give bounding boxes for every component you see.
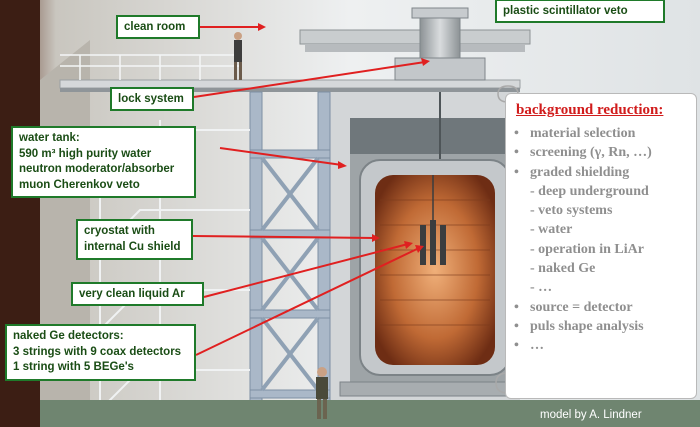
arrow-liquid-ar [203, 243, 409, 298]
reduction-item: •… [514, 338, 544, 354]
label-clean-room: clean room [116, 15, 200, 39]
arrow-cryostat [192, 235, 376, 239]
reduction-item: •screening (γ, Rn, …) [514, 145, 652, 161]
reduction-subitem: - veto systems [530, 203, 613, 219]
person-figure-top [234, 32, 242, 80]
label-plastic-veto-text: plastic scintillator veto [503, 5, 628, 17]
model-credit: model by A. Lindner [540, 409, 642, 421]
cu-shield [375, 175, 495, 365]
panel-title: background reduction: [516, 102, 664, 118]
lock-base [394, 57, 486, 81]
arrow-naked-ge [195, 247, 420, 356]
label-water-tank: water tank: 590 m³ high purity water neu… [11, 126, 196, 198]
label-lock-system: lock system [110, 87, 194, 111]
background-reduction-panel: background reduction: •material selectio… [505, 93, 697, 399]
label-liquid-ar-text: very clean liquid Ar [79, 288, 185, 300]
label-water-tank-line1: water tank: [19, 132, 80, 144]
reduction-subitem: - water [530, 222, 573, 238]
veto-pipe [299, 29, 531, 45]
label-clean-room-text: clean room [124, 21, 186, 33]
reduction-subitem: - … [530, 280, 553, 296]
label-plastic-scintillator-veto: plastic scintillator veto [495, 0, 665, 23]
label-water-tank-line3: neutron moderator/absorber [19, 163, 175, 175]
reduction-item: •source = detector [514, 299, 633, 315]
reduction-subitem: - naked Ge [530, 261, 596, 277]
label-naked-ge-line2: 3 strings with 9 coax detectors [13, 345, 182, 358]
person-figure-bottom [316, 367, 328, 419]
reduction-item: •graded shielding [514, 164, 630, 180]
reduction-subitem: - operation in LiAr [530, 241, 644, 257]
label-lock-system-text: lock system [118, 93, 184, 105]
reduction-list: •material selection •screening (γ, Rn, …… [514, 124, 696, 356]
steel-support-structure [249, 91, 331, 413]
scroll-curl-top [497, 85, 519, 103]
arrow-lock-system [193, 61, 426, 98]
cryostat-base [339, 381, 531, 397]
label-water-tank-line2: 590 m³ high purity water [19, 147, 152, 160]
deck-edge [60, 88, 520, 92]
label-liquid-ar: very clean liquid Ar [71, 282, 204, 306]
label-naked-ge-line1: naked Ge detectors: [13, 330, 124, 342]
arrow-water-tank [219, 147, 343, 166]
deck-railing [60, 54, 240, 80]
reduction-item: •puls shape analysis [514, 318, 644, 334]
tank-top-dark [350, 118, 520, 154]
label-cryostat-line2: internal Cu shield [84, 240, 181, 253]
label-naked-ge: naked Ge detectors: 3 strings with 9 coa… [5, 324, 196, 381]
reduction-item: •material selection [514, 126, 636, 141]
reduction-subitem: - deep underground [530, 183, 649, 199]
label-cryostat-line1: cryostat with [84, 225, 155, 237]
annotation-arrows [192, 23, 430, 356]
lock-cap [411, 7, 469, 19]
label-water-tank-line4: muon Cherenkov veto [19, 178, 140, 191]
label-cryostat: cryostat with internal Cu shield [76, 219, 193, 260]
ge-detector-strings [420, 175, 446, 265]
label-naked-ge-line3: 1 string with 5 BEGe's [13, 361, 134, 373]
floor [40, 400, 700, 427]
veto-frame [305, 44, 525, 52]
